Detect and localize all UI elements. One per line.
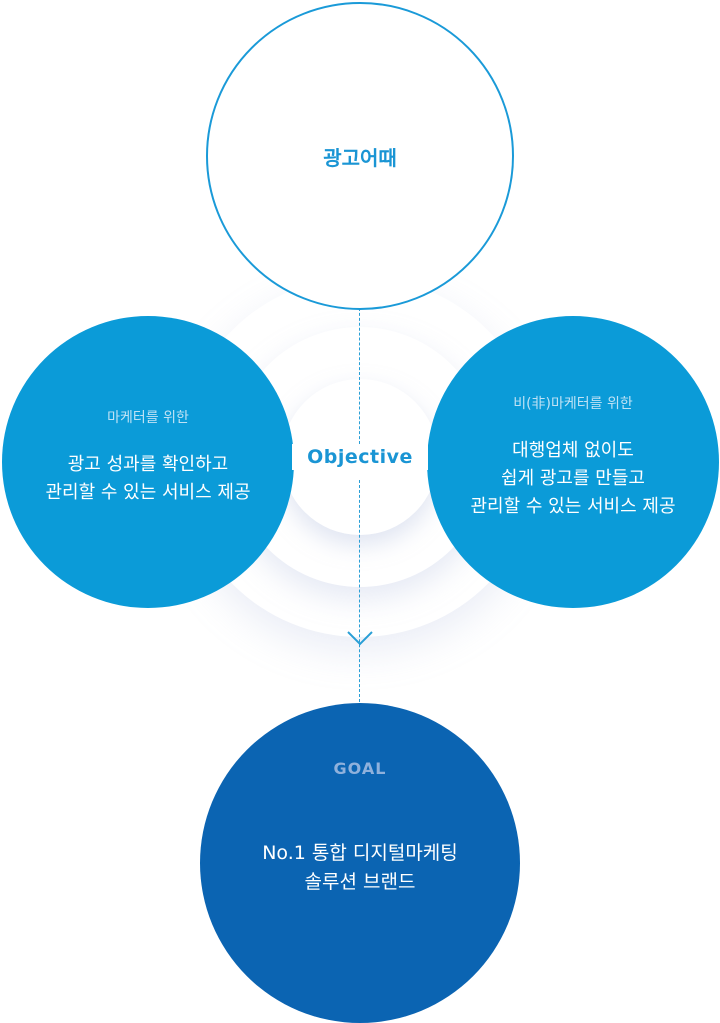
goal-label: GOAL (333, 759, 387, 778)
chevron-down-icon (347, 631, 373, 646)
non-marketer-description-line: 쉽게 광고를 만들고 (501, 468, 645, 489)
non-marketer-subtitle: 비(非)마케터를 위한 (513, 396, 633, 412)
connector-dashed-line-upper (359, 308, 360, 444)
objective-label: Objective (292, 444, 428, 470)
brand-circle: 광고어때 (206, 2, 514, 310)
non-marketer-circle: 비(非)마케터를 위한 대행업체 없이도 쉽게 광고를 만들고 관리할 수 있는… (427, 316, 719, 608)
brand-title: 광고어때 (323, 145, 397, 170)
goal-circle: GOAL No.1 통합 디지털마케팅 솔루션 브랜드 (200, 703, 520, 1023)
goal-description-line: No.1 통합 디지털마케팅 (262, 842, 458, 864)
marketer-circle: 마케터를 위한 광고 성과를 확인하고 관리할 수 있는 서비스 제공 (2, 316, 294, 608)
non-marketer-description: 대행업체 없이도 쉽게 광고를 만들고 관리할 수 있는 서비스 제공 (470, 437, 675, 521)
marketer-description: 광고 성과를 확인하고 관리할 수 있는 서비스 제공 (45, 451, 250, 507)
marketer-subtitle: 마케터를 위한 (107, 410, 189, 426)
marketer-description-line: 관리할 수 있는 서비스 제공 (45, 482, 251, 503)
connector-dashed-line-lower (359, 480, 360, 702)
goal-description: No.1 통합 디지털마케팅 솔루션 브랜드 (262, 839, 458, 897)
marketer-description-line: 광고 성과를 확인하고 (67, 454, 229, 475)
non-marketer-description-line: 대행업체 없이도 (512, 440, 634, 461)
non-marketer-description-line: 관리할 수 있는 서비스 제공 (470, 496, 676, 517)
goal-description-line: 솔루션 브랜드 (304, 871, 416, 893)
